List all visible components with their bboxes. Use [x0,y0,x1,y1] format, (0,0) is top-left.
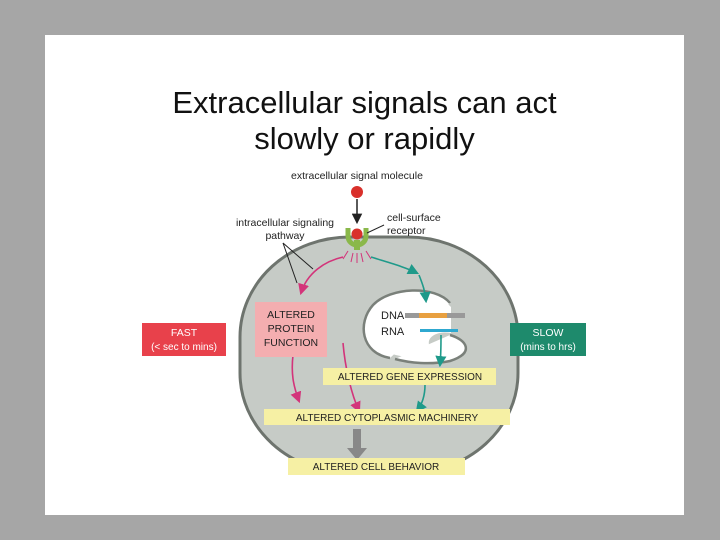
receptor-pointer [366,224,385,234]
pathway-pointer-1 [282,242,298,284]
pathway-label-line-1: intracellular signaling [236,217,334,229]
signaling-diagram: extracellular signal molecule cell-surfa… [142,170,586,475]
dna-label: DNA [381,310,405,322]
slide: Extracellular signals can act slowly or … [45,35,684,515]
dna-strand-grey-left [405,313,419,318]
behavior-arrow-head [347,448,367,460]
fast-arrow-2 [290,354,302,404]
rna-strand [420,329,458,332]
slow-arrow-1 [370,256,420,275]
altered-protein-function-box [255,302,327,357]
cell-behavior-label: ALTERED CELL BEHAVIOR [313,462,440,473]
protein-box-line-2: PROTEIN [268,323,315,335]
slow-sublabel: (mins to hrs) [520,342,576,353]
gene-expression-label: ALTERED GENE EXPRESSION [338,372,482,383]
dna-gene-segment [419,313,447,318]
activation-rays [342,250,372,263]
cell-behavior-highlight [288,458,465,475]
protein-box-line-3: FUNCTION [264,337,318,349]
signal-molecule [351,186,363,198]
nucleus [362,289,467,365]
protein-box-line-1: ALTERED [267,309,315,321]
gene-expression-highlight [323,368,496,385]
title-line-1: Extracellular signals can act [172,85,557,120]
cytoplasmic-machinery-highlight [264,409,510,425]
slide-title: Extracellular signals can act slowly or … [45,85,684,157]
slow-arrow-3 [435,334,447,368]
rna-label: RNA [381,326,405,338]
slow-arrow-2 [418,274,431,304]
fast-box [142,323,226,356]
receptor-label-line-2: receptor [387,225,426,237]
title-line-2: slowly or rapidly [254,121,475,156]
cytoplasmic-machinery-label: ALTERED CYTOPLASMIC MACHINERY [296,413,479,424]
cell-surface-receptor [345,228,369,250]
fast-sublabel: (< sec to mins) [151,342,217,353]
behavior-arrow-shaft [353,429,361,449]
slow-box [510,323,586,356]
slow-label: SLOW [533,327,564,339]
dna-strand-grey-right [447,313,465,318]
pathway-label-line-2: pathway [265,230,305,242]
bound-signal-molecule [351,228,363,240]
slow-arrow-4 [415,384,427,413]
fast-arrow-1 [298,256,344,296]
receptor-label-line-1: cell-surface [387,212,441,224]
fast-label: FAST [171,327,198,339]
signal-molecule-label: extracellular signal molecule [291,170,423,182]
pathway-pointer-2 [282,242,314,270]
